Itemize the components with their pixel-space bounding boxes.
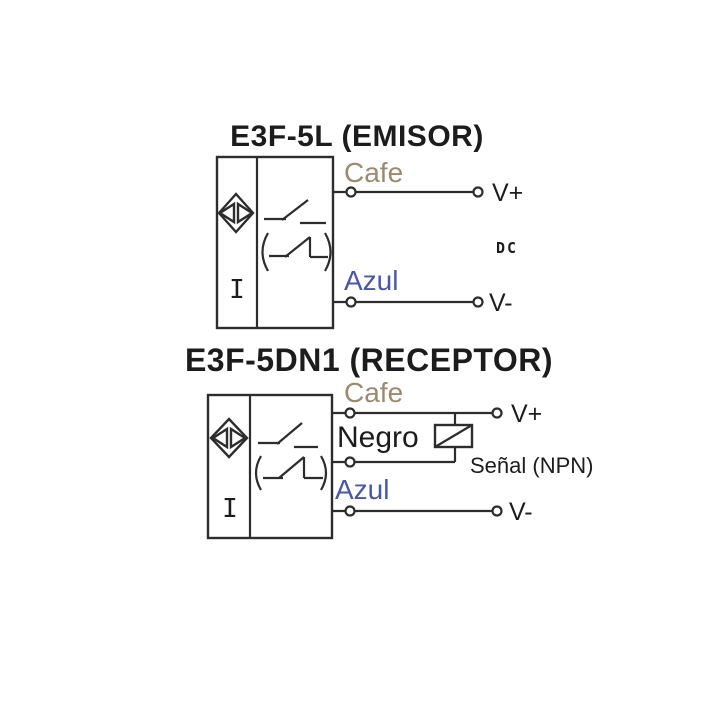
switch-blade xyxy=(281,199,309,221)
emitter-vplus-label: V+ xyxy=(492,179,523,207)
emitter-diagram: E3F-5L (EMISOR) I Cafe xyxy=(215,120,523,330)
receiver-diagram: E3F-5DN1 (RECEPTOR) Cafe I xyxy=(185,342,593,540)
switch-blade xyxy=(284,236,311,258)
emitter-optical-sensor-icon xyxy=(217,192,255,234)
emitter-alt-switch-contact-icon xyxy=(261,232,332,272)
wire-node xyxy=(344,456,356,468)
supply-type-label: DC xyxy=(496,239,518,257)
wire-node xyxy=(345,296,357,308)
receiver-brown-wire-label: Cafe xyxy=(344,377,403,408)
emitter-sensor-letter: I xyxy=(229,275,245,305)
load-relay-diagonal xyxy=(434,424,473,448)
emitter-brown-wire-label: Cafe xyxy=(344,157,403,188)
emitter-blue-wire-label: Azul xyxy=(344,265,398,296)
emitter-vminus-label: V- xyxy=(489,289,513,317)
lens-triangle-right xyxy=(229,426,248,450)
paren-left xyxy=(254,455,262,491)
lens-triangle-left xyxy=(217,201,236,225)
switch-blade xyxy=(276,422,303,445)
npn-load-branch xyxy=(433,413,474,462)
wire-node xyxy=(344,505,356,517)
wire-node xyxy=(344,407,356,419)
paren-right xyxy=(320,455,328,491)
receiver-optical-sensor-icon xyxy=(209,417,249,459)
receiver-sensor-letter: I xyxy=(222,494,238,524)
terminal-node xyxy=(472,296,484,308)
receiver-switch-contact-icon xyxy=(258,422,318,449)
receiver-signal-label: Señal (NPN) xyxy=(470,453,593,478)
receiver-vminus-label: V- xyxy=(509,498,533,526)
terminal-node xyxy=(491,505,503,517)
terminal-node xyxy=(472,186,484,198)
paren-right xyxy=(324,232,332,272)
switch-blade xyxy=(278,456,305,479)
receiver-alt-switch-contact-icon xyxy=(254,455,328,491)
receiver-title: E3F-5DN1 (RECEPTOR) xyxy=(185,342,553,378)
emitter-sensor-body xyxy=(215,155,335,330)
receiver-black-wire-label: Negro xyxy=(337,421,419,454)
paren-left xyxy=(261,232,269,272)
wire-node xyxy=(345,186,357,198)
lens-triangle-right xyxy=(236,201,255,225)
terminal-node xyxy=(491,407,503,419)
emitter-title: E3F-5L (EMISOR) xyxy=(230,120,484,153)
receiver-vplus-label: V+ xyxy=(511,400,542,428)
receiver-blue-wire-label: Azul xyxy=(335,474,389,505)
emitter-switch-contact-icon xyxy=(264,199,326,225)
lens-triangle-left xyxy=(210,426,229,450)
